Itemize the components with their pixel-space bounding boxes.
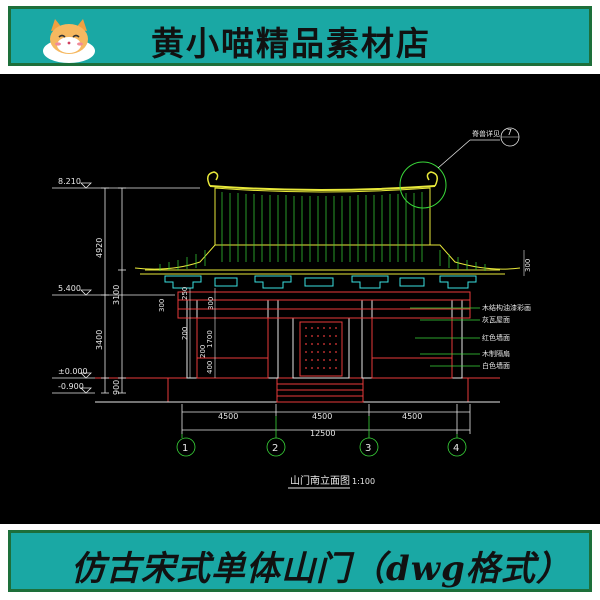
dimension-label: 1700 [206,330,214,348]
callout-ref: 7 [507,128,512,137]
caption-scale: 1:100 [352,477,375,486]
dimension-label: 3400 [95,330,104,350]
caption-title: 山门南立面图 [290,474,350,487]
bottom-banner-panel: 仿古宋式单体山门（dwg格式） [8,530,592,592]
axis-label: 4 [453,443,459,454]
dimension-label: 200 [199,345,207,358]
right-ridge-ornament [426,171,438,187]
bottom-banner: 仿古宋式单体山门（dwg格式） [0,524,600,600]
right-dimension: 300 [523,250,532,276]
drawing-caption: 山门南立面图 1:100 [288,474,375,489]
elevation-label: -0.900 [58,382,84,391]
dimension-label: 4920 [95,238,104,258]
axis-markers: 1 2 3 4 [176,416,467,457]
axis-label: 1 [182,443,188,454]
dimension-label: 300 [524,259,532,272]
annotation-item: 木结构油漆彩画 [482,303,531,312]
top-banner-panel: 黄小喵精品素材店 [8,6,592,66]
dimension-label: 300 [207,297,215,310]
callout-label: 脊兽详见 [472,129,500,138]
elevation-label: 8.210 [58,177,81,186]
annotation-item: 红色墙面 [482,333,510,342]
elevation-label: 5.400 [58,284,81,293]
cad-drawing: 脊兽详见 7 木结构油漆彩画 灰瓦屋面 红色墙面 木制隔扇 白色墙面 8.210 [52,127,532,489]
vertical-dimensions: 4920 3400 3100 900 [95,187,126,395]
detail-callout: 脊兽详见 7 [399,127,520,209]
columns [186,299,463,379]
top-banner: 黄小喵精品素材店 [0,0,600,74]
annotation-item: 木制隔扇 [482,349,510,358]
side-walls [196,317,453,379]
shop-title: 黄小喵精品素材店 [151,24,431,63]
entrance-steps [276,377,364,403]
dimension-label: 300 [158,299,166,312]
dimension-label: 900 [112,380,121,395]
horizontal-dimensions: 4500 4500 4500 12500 [181,404,471,438]
inner-dimensions: 300 250 200 1700 200 400 300 [158,287,216,378]
elevation-markers: 8.210 5.400 ±0.000 -0.900 [52,177,200,394]
axis-label: 2 [272,443,278,454]
main-door [292,317,350,379]
elevation-label: ±0.000 [58,367,88,376]
dimension-label: 250 [181,287,189,300]
dimension-label: 400 [206,361,214,374]
axis-label: 3 [365,443,371,454]
dimension-label: 4500 [218,412,238,421]
dimension-label: 3100 [112,285,121,305]
dimension-label: 4500 [402,412,422,421]
annotation-item: 灰瓦屋面 [482,315,510,324]
left-ridge-ornament [207,171,219,187]
dimension-label: 200 [181,327,189,340]
beams [177,291,471,319]
dimension-label: 4500 [312,412,332,421]
annotations: 木结构油漆彩画 灰瓦屋面 红色墙面 木制隔扇 白色墙面 [410,303,531,370]
cat-icon [43,19,95,63]
annotation-item: 白色墙面 [482,361,510,370]
product-title: 仿古宋式单体山门（dwg格式） [71,549,571,589]
roof-eaves [134,244,521,275]
roof [159,171,486,271]
dougong-brackets [164,275,477,289]
dimension-label: 12500 [310,429,335,438]
